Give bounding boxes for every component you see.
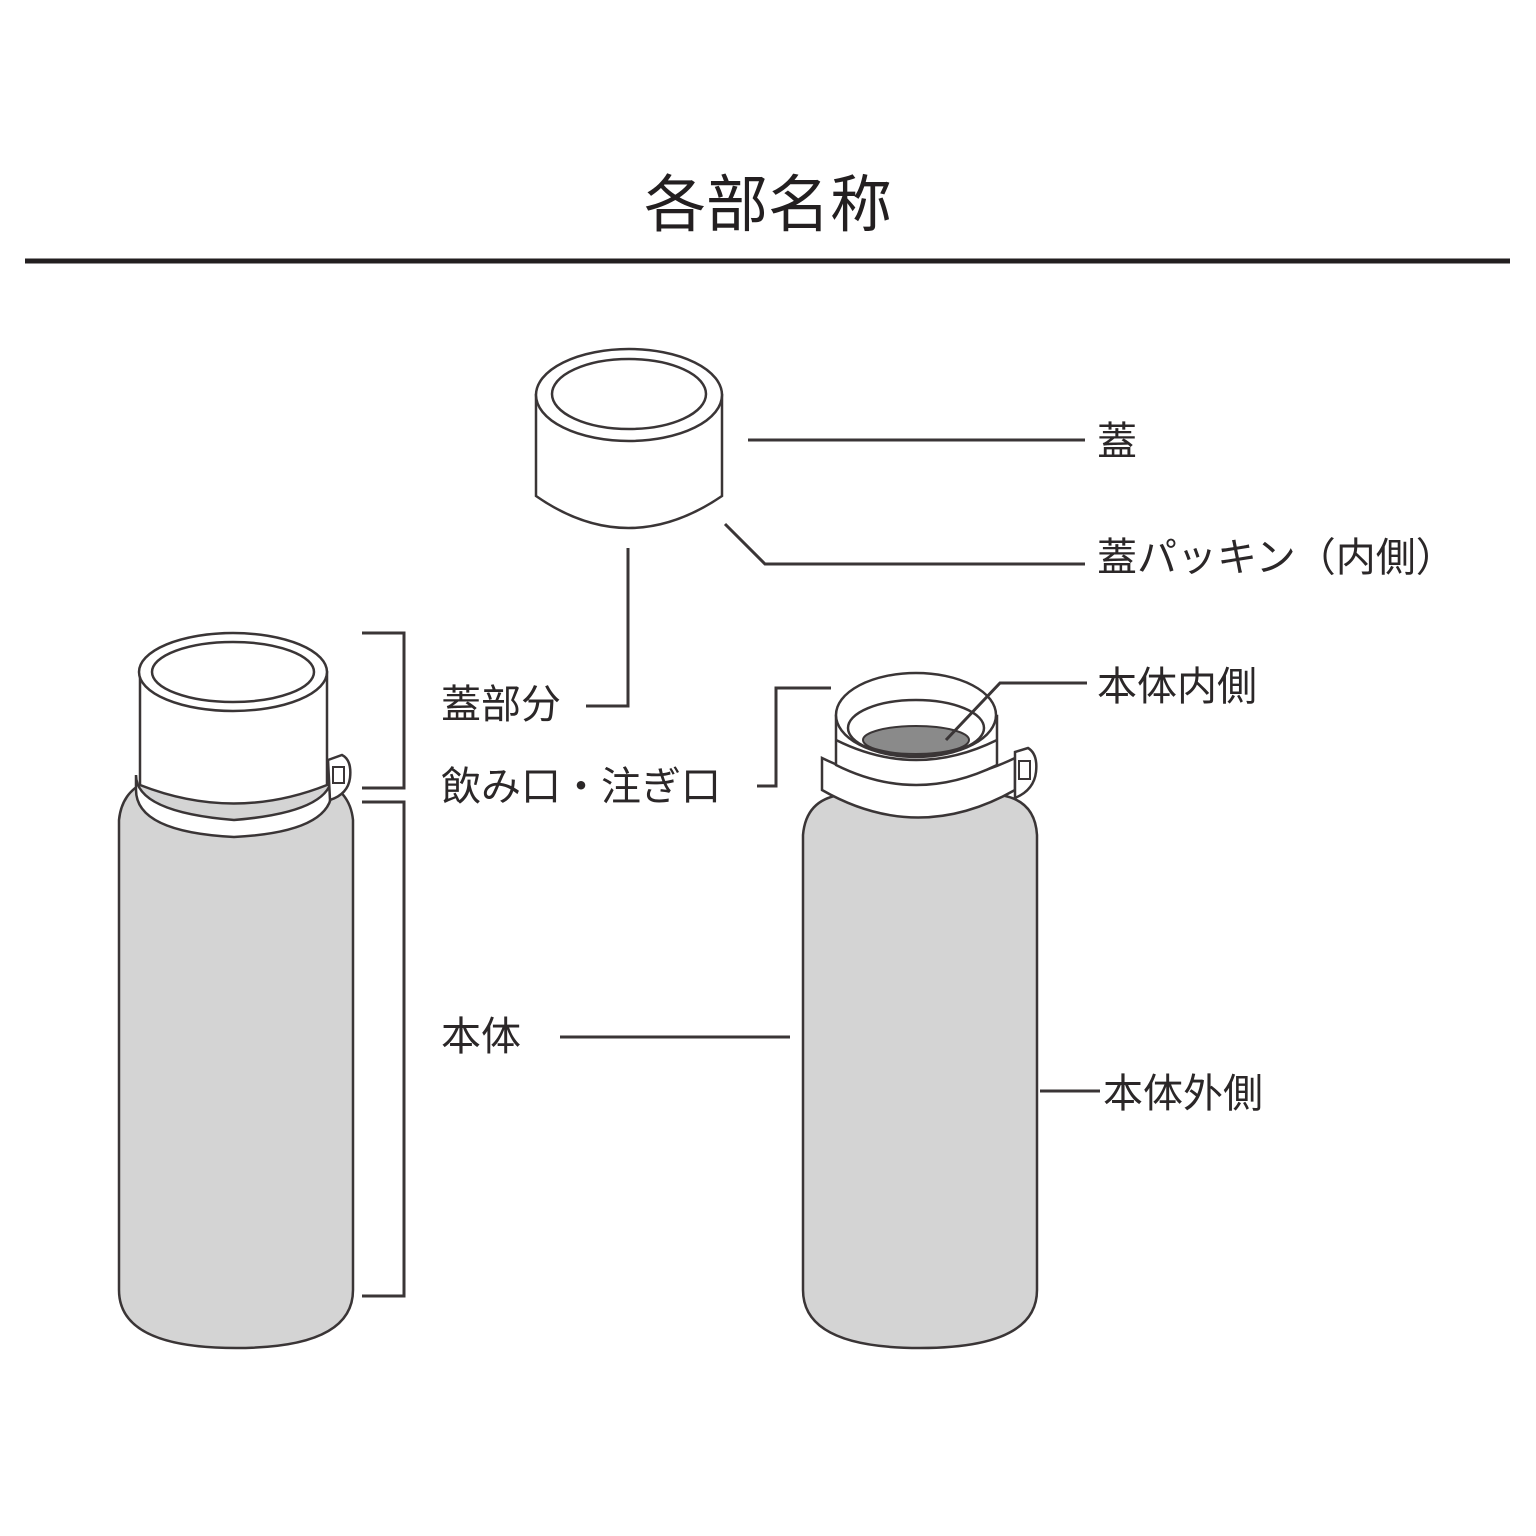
label-body-outside: 本体外側 xyxy=(1103,1071,1263,1117)
page-title: 各部名称 xyxy=(644,168,892,241)
assembled-bottle xyxy=(117,631,355,1350)
leader-body-inside xyxy=(944,681,1087,742)
assembled-bottle-strap-loop xyxy=(326,753,352,802)
open-bottle-thread-line xyxy=(835,738,998,762)
open-bottle-strap-slot xyxy=(1018,760,1031,780)
label-lid: 蓋 xyxy=(1097,419,1137,465)
open-bottle-inner-bottom xyxy=(862,725,970,755)
label-body: 本体 xyxy=(441,1014,521,1060)
bracket-lid-part xyxy=(362,631,406,790)
label-lid-part: 蓋部分 xyxy=(441,682,561,728)
assembled-lid-top-inner xyxy=(150,640,316,704)
label-spout: 飲み口・注ぎ口 xyxy=(441,764,721,810)
assembled-bottle-body xyxy=(117,778,355,1350)
detached-lid xyxy=(534,347,724,530)
label-body-inside: 本体内側 xyxy=(1097,664,1257,710)
leader-lid-part xyxy=(586,548,630,708)
open-bottle-body xyxy=(801,793,1039,1350)
leader-spout xyxy=(757,686,831,788)
label-lid-gasket: 蓋パッキン（内側） xyxy=(1097,535,1456,581)
open-bottle xyxy=(801,671,1039,1350)
leader-lid-gasket xyxy=(723,522,1085,566)
bracket-body xyxy=(362,800,406,1298)
lid-top-inner-ring xyxy=(550,357,708,431)
assembled-bottle-strap-slot xyxy=(332,766,345,784)
